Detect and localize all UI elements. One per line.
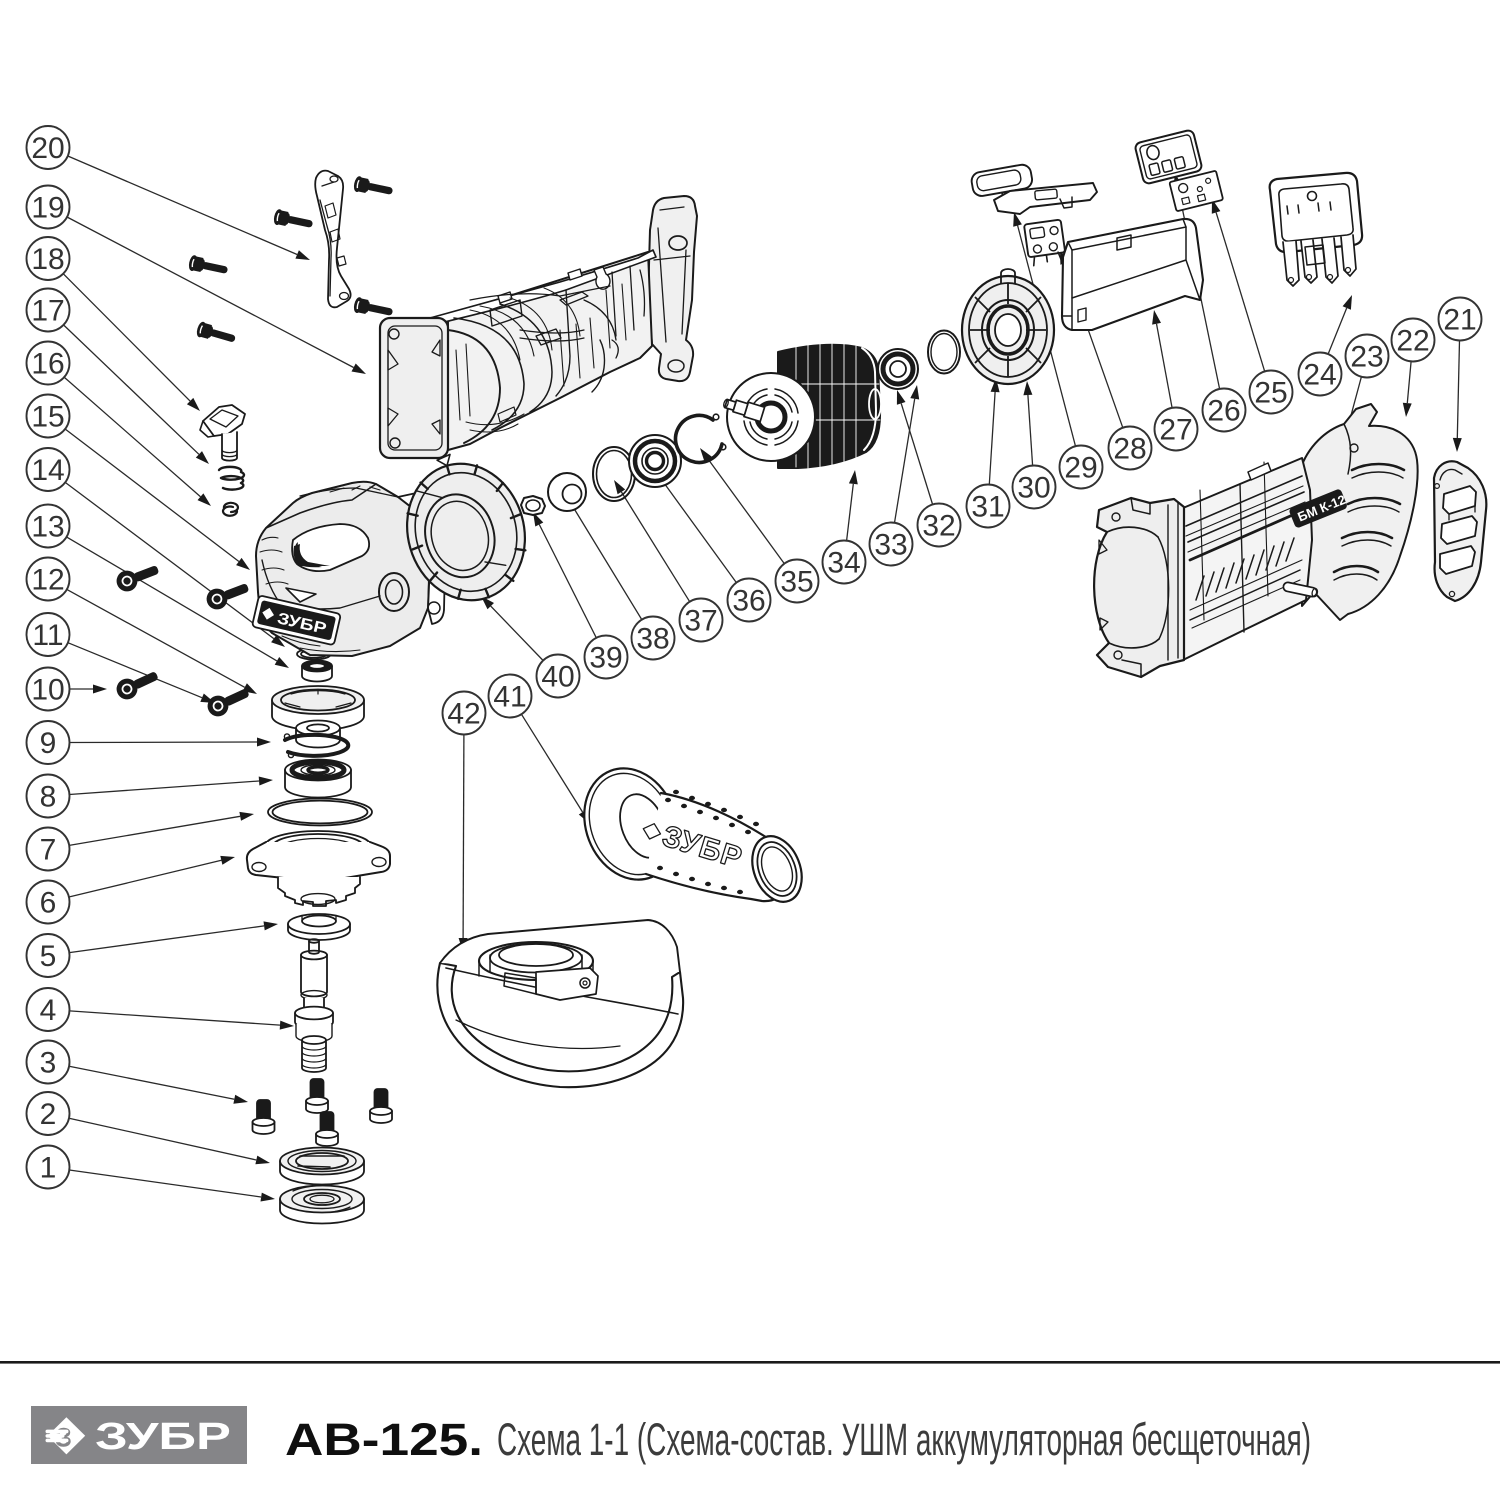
svg-text:ЗУБР: ЗУБР — [95, 1416, 231, 1458]
svg-text:36: 36 — [732, 585, 765, 618]
svg-text:32: 32 — [922, 510, 955, 543]
svg-text:42: 42 — [447, 698, 480, 731]
svg-text:22: 22 — [1396, 325, 1429, 358]
svg-text:14: 14 — [31, 454, 64, 487]
svg-text:23: 23 — [1350, 341, 1383, 374]
svg-text:11: 11 — [32, 619, 63, 652]
svg-text:16: 16 — [31, 348, 64, 381]
svg-text:30: 30 — [1017, 472, 1050, 505]
svg-text:18: 18 — [31, 243, 64, 276]
svg-text:38: 38 — [636, 623, 669, 656]
svg-text:Схема 1-1 (Схема-состав. УШМ а: Схема 1-1 (Схема-состав. УШМ аккумулятор… — [497, 1414, 1311, 1465]
svg-text:41: 41 — [493, 681, 526, 714]
svg-text:8: 8 — [40, 781, 57, 814]
svg-text:9: 9 — [40, 727, 57, 760]
svg-text:27: 27 — [1159, 414, 1192, 447]
svg-text:4: 4 — [40, 994, 57, 1027]
svg-text:21: 21 — [1443, 304, 1476, 337]
svg-text:40: 40 — [541, 661, 574, 694]
svg-text:3: 3 — [40, 1047, 57, 1080]
svg-text:6: 6 — [40, 887, 57, 920]
svg-text:5: 5 — [40, 940, 57, 973]
svg-text:35: 35 — [780, 566, 813, 599]
svg-text:26: 26 — [1207, 395, 1240, 428]
svg-text:31: 31 — [971, 491, 1004, 524]
svg-text:13: 13 — [31, 511, 64, 544]
svg-text:2: 2 — [40, 1098, 57, 1131]
svg-text:12: 12 — [31, 564, 64, 597]
svg-text:17: 17 — [31, 295, 64, 328]
svg-text:10: 10 — [31, 674, 64, 707]
svg-text:АВ-125.: АВ-125. — [285, 1414, 483, 1465]
svg-text:7: 7 — [40, 834, 57, 867]
svg-text:19: 19 — [31, 192, 64, 225]
svg-text:29: 29 — [1064, 452, 1097, 485]
svg-text:24: 24 — [1303, 359, 1336, 392]
svg-text:15: 15 — [31, 401, 64, 434]
svg-text:25: 25 — [1254, 377, 1287, 410]
svg-text:37: 37 — [684, 605, 717, 638]
svg-text:28: 28 — [1113, 433, 1146, 466]
svg-text:39: 39 — [589, 642, 622, 675]
svg-text:20: 20 — [31, 132, 64, 165]
svg-text:33: 33 — [874, 529, 907, 562]
svg-text:1: 1 — [40, 1152, 57, 1185]
svg-text:34: 34 — [827, 547, 860, 580]
